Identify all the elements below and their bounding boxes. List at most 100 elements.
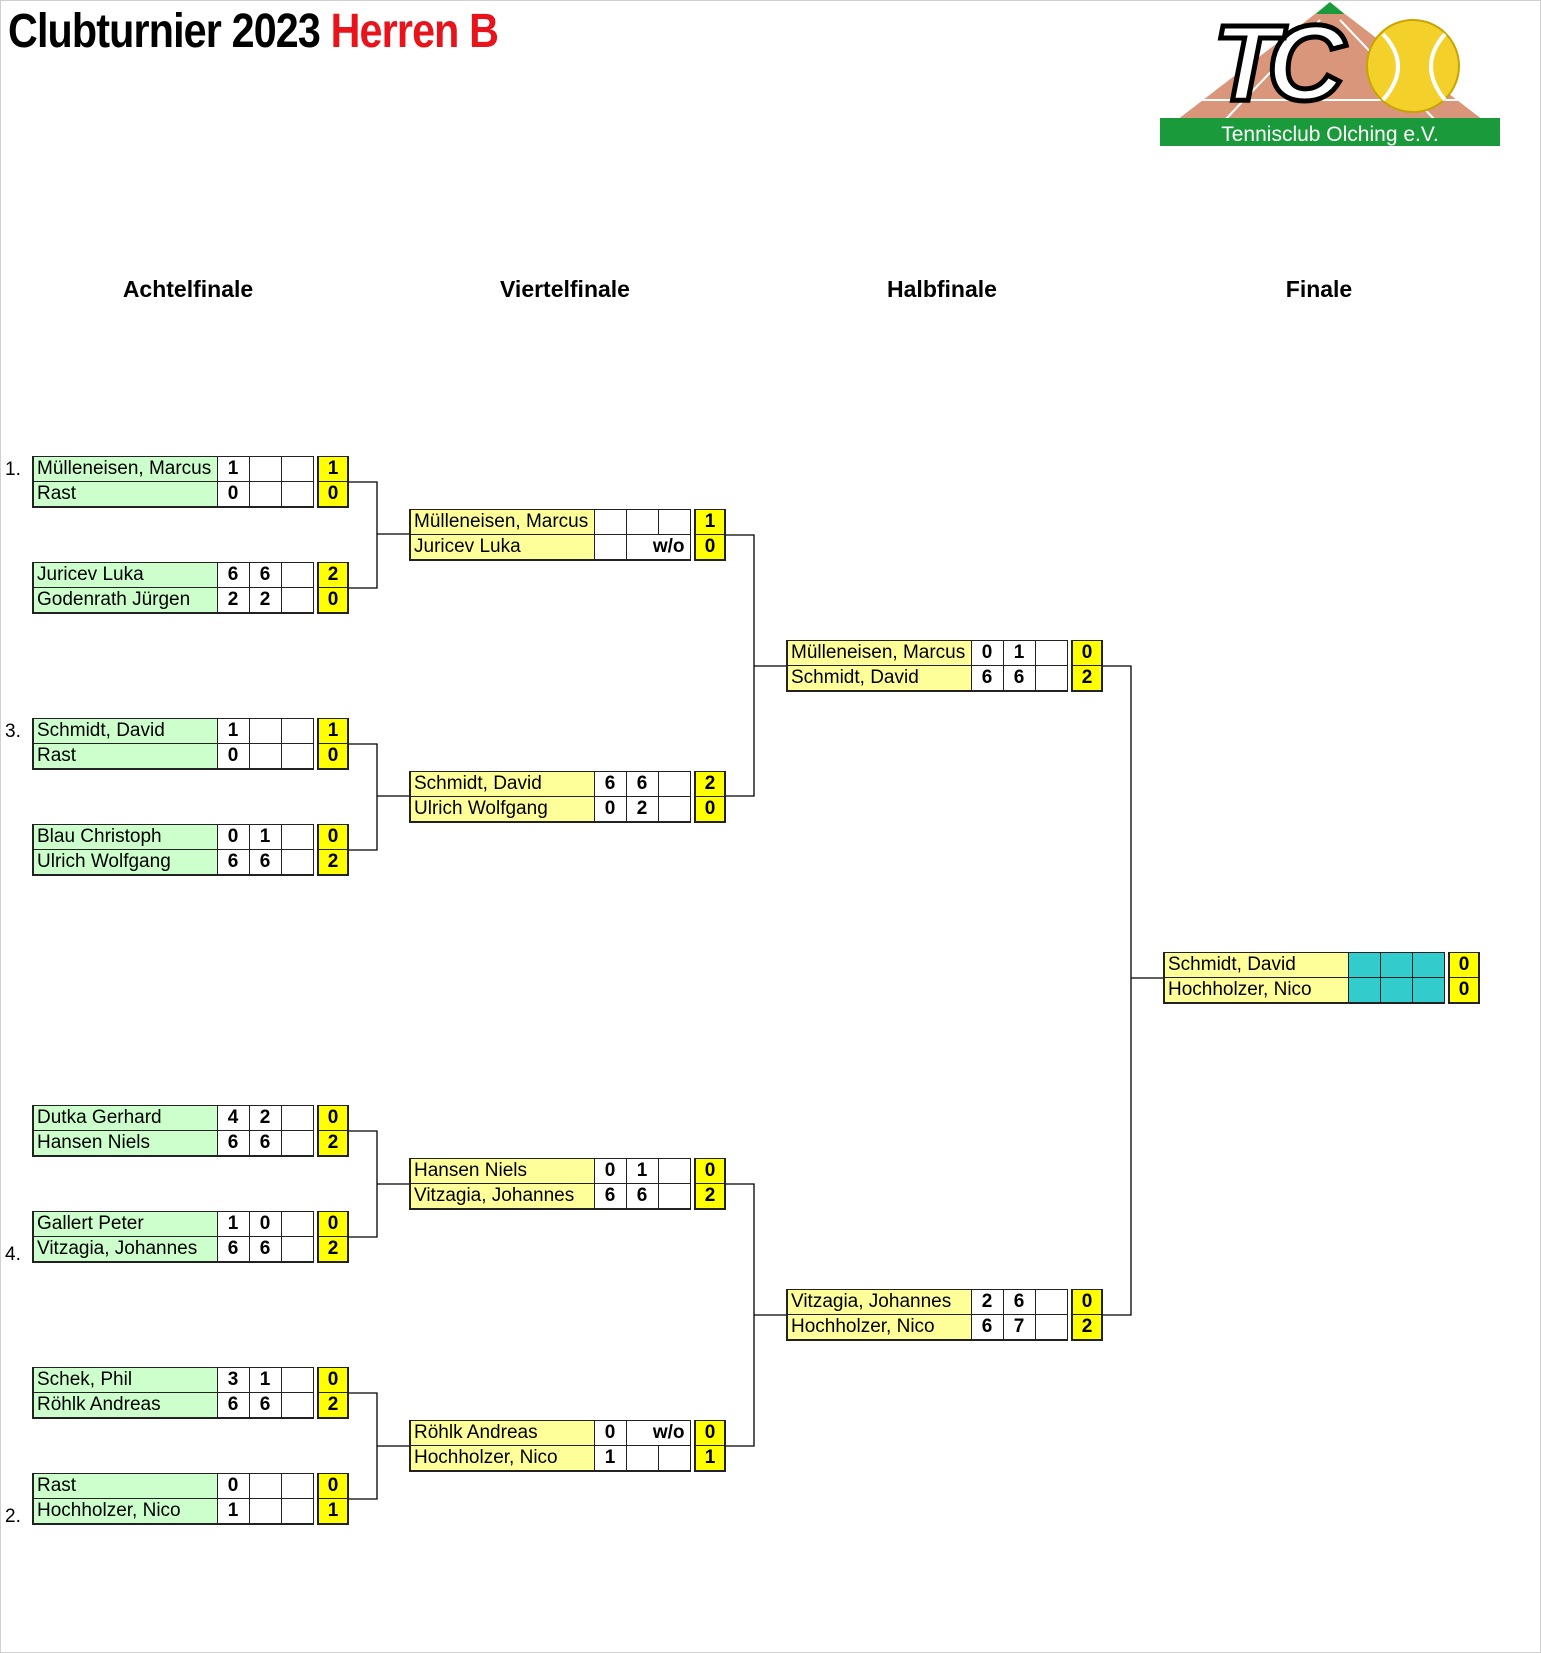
set-score: 1: [216, 1498, 250, 1525]
sets-won: 0: [694, 796, 726, 823]
set-score: [657, 1183, 691, 1210]
set-score: [280, 743, 314, 770]
round-title-qf: Viertelfinale: [500, 276, 630, 302]
set-score: 6: [248, 1130, 282, 1157]
set-score: 1: [625, 1158, 659, 1184]
set-score: 2: [625, 796, 659, 823]
set-score: 1: [1002, 640, 1036, 666]
set-score: [280, 1392, 314, 1419]
set-score: 1: [248, 1367, 282, 1393]
set-score: [280, 1211, 314, 1237]
sets-won: 0: [317, 1473, 349, 1499]
set-score: 2: [248, 587, 282, 614]
set-score: [657, 771, 691, 797]
set-score: [625, 509, 659, 535]
set-score: [280, 562, 314, 588]
sets-won: 2: [317, 1392, 349, 1419]
player-name: Schmidt, David: [409, 771, 595, 797]
set-score: 6: [216, 562, 250, 588]
set-score: 6: [625, 1183, 659, 1210]
player-name: Godenrath Jürgen: [32, 587, 218, 614]
sets-won: 0: [317, 743, 349, 770]
set-score: 6: [593, 1183, 627, 1210]
player-name: Hansen Niels: [32, 1130, 218, 1157]
player-name: Mülleneisen, Marcus: [409, 509, 595, 535]
club-logo: TC Tennisclub Olching e.V.: [1160, 0, 1500, 146]
seed-label: 1.: [5, 459, 21, 480]
player-name: Rast: [32, 1473, 218, 1499]
set-score: 1: [593, 1445, 627, 1472]
player-name: Hochholzer, Nico: [409, 1445, 595, 1472]
seed-label: 2.: [5, 1506, 21, 1527]
set-score: [657, 509, 691, 535]
set-score: 6: [216, 1236, 250, 1263]
set-score: 6: [1002, 665, 1036, 692]
player-name: Vitzagia, Johannes: [786, 1289, 972, 1315]
set-score: [280, 718, 314, 744]
seed-label: 3.: [5, 721, 21, 742]
sets-won: 0: [694, 1420, 726, 1446]
seed-label: 4.: [5, 1244, 21, 1265]
sets-won: 2: [694, 1183, 726, 1210]
sets-won: 0: [317, 1367, 349, 1393]
set-score: [593, 534, 627, 561]
walkover-label: w/o: [625, 534, 691, 561]
set-score: [248, 743, 282, 770]
svg-text:TC: TC: [1213, 2, 1347, 123]
set-score: [280, 456, 314, 482]
set-score: [280, 587, 314, 614]
player-name: Dutka Gerhard: [32, 1105, 218, 1131]
sets-won: 2: [694, 771, 726, 797]
player-name: Hochholzer, Nico: [32, 1498, 218, 1525]
set-score: 6: [625, 771, 659, 797]
set-score: 6: [216, 1130, 250, 1157]
set-score: 6: [970, 665, 1004, 692]
player-name: Blau Christoph: [32, 824, 218, 850]
set-score: [657, 796, 691, 823]
player-name: Ulrich Wolfgang: [409, 796, 595, 823]
set-score: [280, 849, 314, 876]
set-score: 3: [216, 1367, 250, 1393]
round-title-final: Finale: [1285, 276, 1353, 302]
sets-won: 0: [1448, 977, 1480, 1004]
sets-won: 2: [317, 849, 349, 876]
sets-won: 0: [317, 481, 349, 508]
set-score: 0: [216, 743, 250, 770]
set-score: [280, 824, 314, 850]
set-score: [1034, 1314, 1068, 1341]
set-score: [248, 718, 282, 744]
set-score: 0: [248, 1211, 282, 1237]
set-score: 0: [216, 481, 250, 508]
set-score: [1347, 952, 1381, 978]
player-name: Mülleneisen, Marcus: [786, 640, 972, 666]
player-name: Rast: [32, 481, 218, 508]
player-name: Hochholzer, Nico: [786, 1314, 972, 1341]
player-name: Schmidt, David: [1163, 952, 1349, 978]
sets-won: 0: [1071, 1289, 1103, 1315]
player-name: Röhlk Andreas: [32, 1392, 218, 1419]
set-score: 0: [970, 640, 1004, 666]
sets-won: 0: [1448, 952, 1480, 978]
set-score: 2: [248, 1105, 282, 1131]
title-main: Clubturnier 2023: [8, 5, 321, 58]
sets-won: 1: [317, 718, 349, 744]
sets-won: 0: [317, 824, 349, 850]
sets-won: 2: [317, 562, 349, 588]
player-name: Vitzagia, Johannes: [32, 1236, 218, 1263]
set-score: 2: [970, 1289, 1004, 1315]
set-score: 0: [593, 796, 627, 823]
set-score: 6: [248, 1236, 282, 1263]
set-score: 1: [216, 456, 250, 482]
set-score: 1: [216, 1211, 250, 1237]
